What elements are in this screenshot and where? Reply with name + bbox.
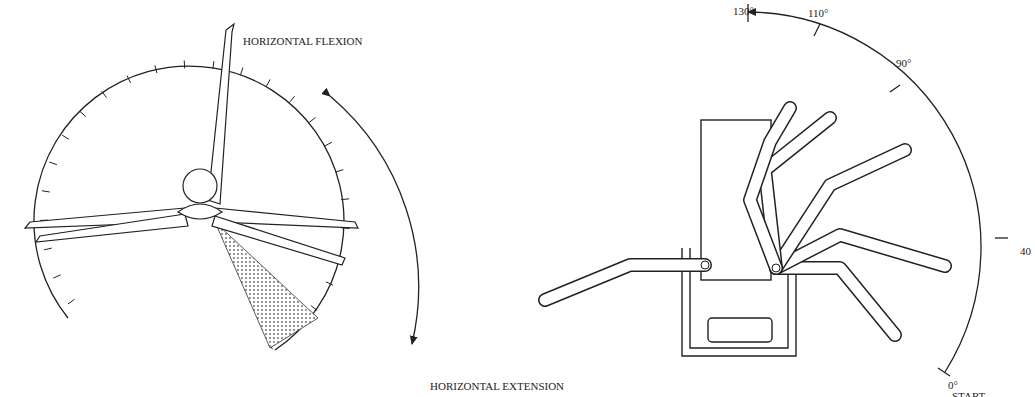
- motion-label: HORIZONTAL EXTENSION: [430, 381, 564, 392]
- protractor-tick: [155, 65, 157, 73]
- protractor-tick: [212, 61, 214, 69]
- angle-label: 110°: [808, 8, 829, 19]
- arm-positions: [545, 108, 945, 335]
- protractor-tick: [240, 68, 242, 76]
- protractor-tick: [289, 96, 294, 102]
- pivot-joint: [701, 261, 709, 269]
- protractor-tick: [326, 282, 333, 286]
- pivot-joint: [772, 264, 780, 272]
- arc-ticks: [748, 4, 1008, 376]
- protractor-tick: [184, 60, 186, 68]
- protractor-tick: [44, 248, 52, 250]
- protractor-tick: [311, 306, 317, 311]
- arm-outline: [776, 268, 895, 335]
- protractor-tick: [266, 79, 270, 86]
- protractor-tick: [49, 162, 57, 165]
- protractor-tick: [309, 117, 315, 122]
- angle-label: 40: [1020, 246, 1031, 257]
- arm-outline: [776, 150, 905, 268]
- arm-fill: [776, 150, 905, 268]
- motion-arrow: [330, 96, 419, 344]
- protractor-tick: [42, 191, 50, 192]
- angle-label: START: [952, 391, 985, 397]
- angle-label: 130°: [733, 6, 754, 17]
- arm-fill: [545, 265, 705, 300]
- protractor-tick: [68, 299, 75, 304]
- protractor-tick: [102, 91, 107, 97]
- body-figure: [25, 24, 358, 265]
- protractor-tick: [127, 76, 131, 83]
- protractor: [34, 60, 349, 350]
- protractor-tick: [53, 275, 60, 278]
- protractor-tick: [336, 170, 344, 172]
- arm-fill: [776, 268, 895, 335]
- protractor-tick: [80, 111, 86, 116]
- protractor-tick: [341, 198, 349, 200]
- angle-label: 0°: [948, 380, 958, 391]
- range-arc: [748, 12, 981, 372]
- protractor-tick: [325, 142, 332, 146]
- angle-label: 90°: [896, 58, 911, 69]
- motion-label: HORIZONTAL FLEXION: [243, 36, 362, 47]
- arm-outline: [750, 108, 790, 268]
- arm-fill: [750, 108, 790, 268]
- protractor-tick: [62, 135, 69, 139]
- arm-outline: [545, 265, 705, 300]
